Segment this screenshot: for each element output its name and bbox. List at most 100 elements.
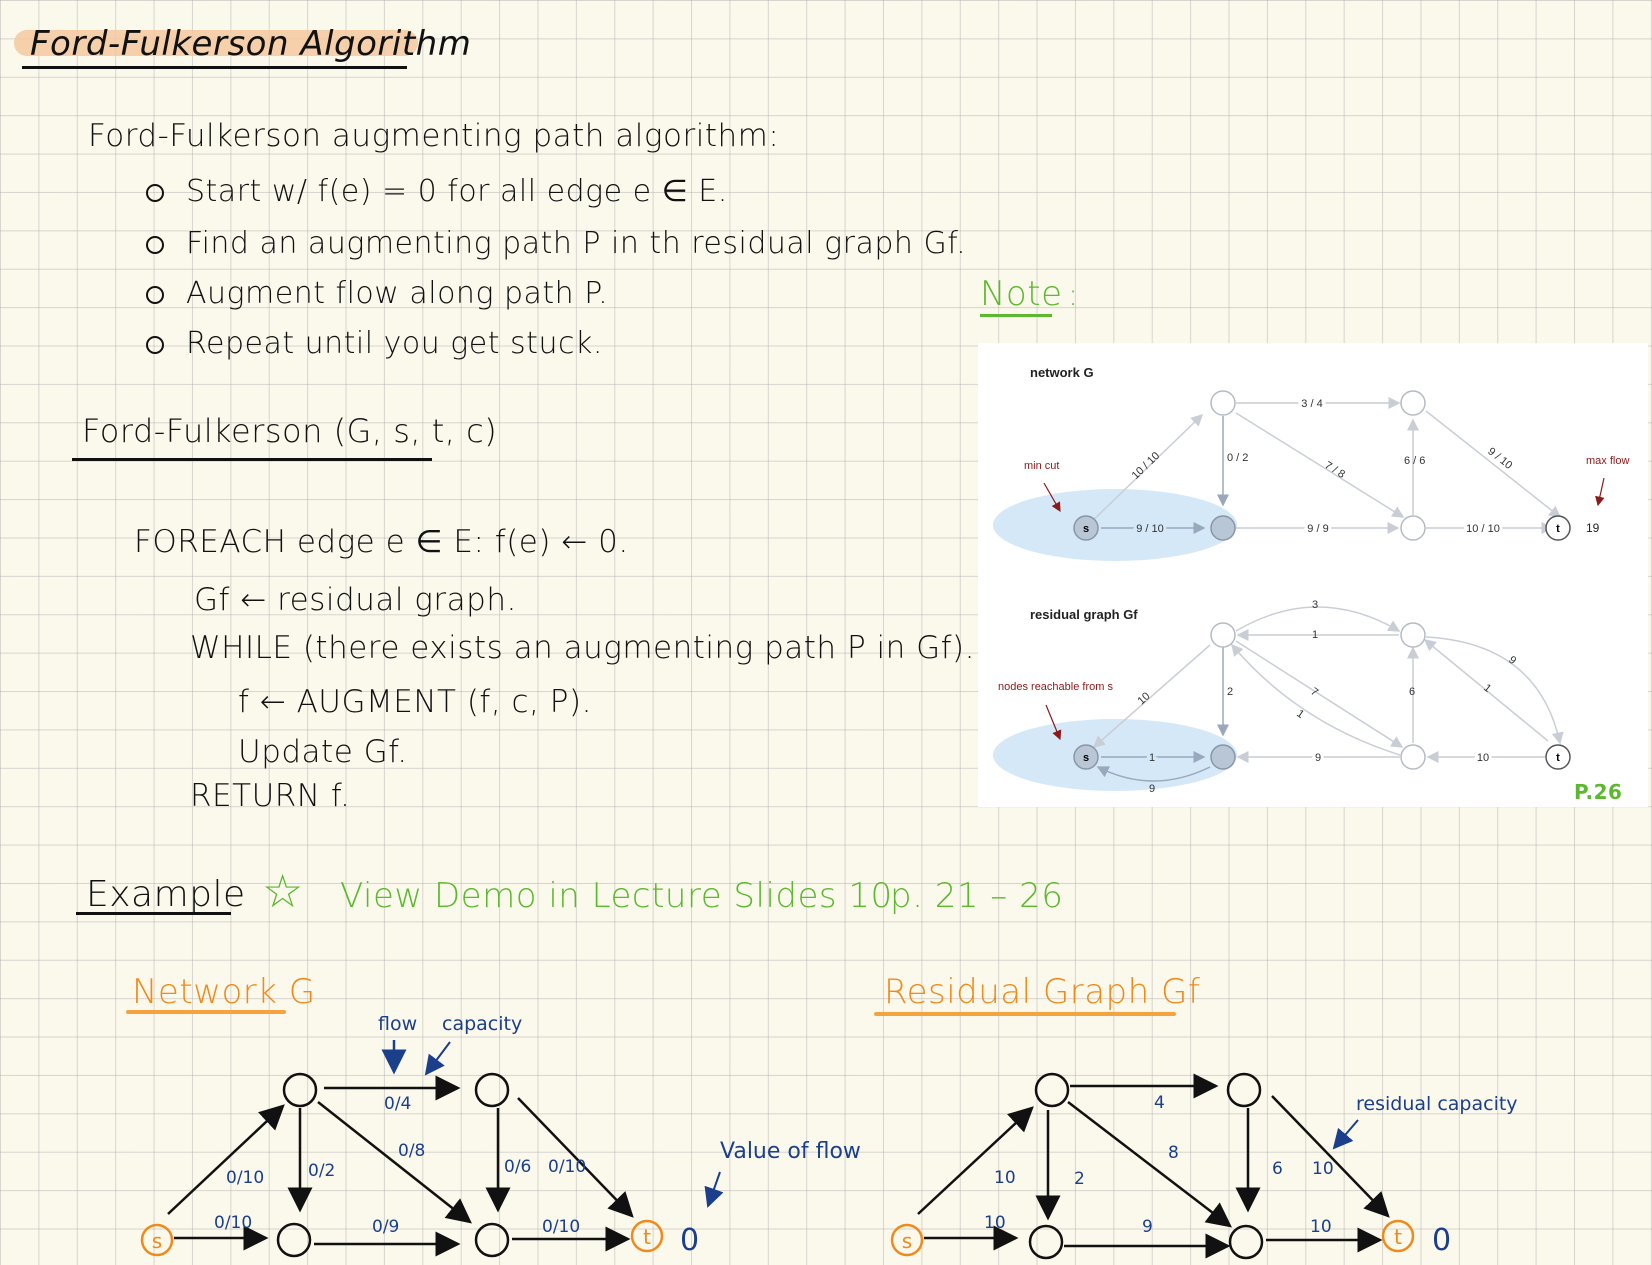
bullet-circle-icon — [146, 183, 164, 202]
bullet-circle-icon — [146, 235, 164, 254]
example-underline — [76, 912, 231, 915]
svg-text:3: 3 — [1312, 599, 1318, 611]
svg-text:s: s — [1083, 523, 1089, 535]
svg-text:0/10: 0/10 — [226, 1168, 264, 1188]
capacity-annotation: capacity — [442, 1013, 522, 1035]
residual-flow-value: 0 — [1432, 1223, 1451, 1258]
bullet-text: Start w/ f(e) = 0 for all edge e ∈ E. — [186, 174, 728, 209]
svg-text:10 / 10: 10 / 10 — [1466, 523, 1500, 535]
code-line: Update Gf. — [238, 734, 408, 770]
max-flow-label: max flow — [1586, 455, 1629, 467]
svg-text:6 / 6: 6 / 6 — [1404, 455, 1425, 467]
svg-text:10: 10 — [984, 1213, 1006, 1233]
residual-node-t: t — [1394, 1225, 1402, 1249]
svg-text:10: 10 — [1312, 1159, 1334, 1179]
svg-text:0/8: 0/8 — [398, 1141, 425, 1161]
svg-text:3 / 4: 3 / 4 — [1301, 398, 1322, 410]
intro-heading: Ford-Fulkerson augmenting path algorithm… — [88, 118, 780, 154]
code-line: f ← AUGMENT (f, c, P). — [238, 684, 592, 720]
svg-text:7: 7 — [1308, 686, 1320, 699]
residual-graph — [917, 1072, 1390, 1260]
residual-title-underline — [874, 1012, 1176, 1016]
svg-text:9: 9 — [1149, 783, 1155, 795]
svg-text:t: t — [1556, 752, 1560, 764]
intro-bullet: Augment flow along path P. — [146, 276, 608, 311]
svg-text:1: 1 — [1294, 708, 1306, 721]
flow-annotation: flow — [378, 1013, 417, 1035]
example-label: Example — [86, 874, 246, 915]
svg-text:8: 8 — [1168, 1143, 1179, 1163]
slide-network-title: network G — [1030, 365, 1094, 380]
svg-text:6: 6 — [1409, 686, 1415, 698]
intro-bullet: Start w/ f(e) = 0 for all edge e ∈ E. — [146, 174, 728, 209]
svg-text:10: 10 — [1310, 1217, 1332, 1237]
svg-text:7 / 8: 7 / 8 — [1322, 459, 1347, 481]
svg-text:10: 10 — [994, 1168, 1016, 1188]
page-title: Ford-Fulkerson Algorithm — [30, 24, 472, 64]
network-edge-values: 0/4 0/10 0/2 0/8 0/6 0/10 0/10 0/9 0/10 — [214, 1094, 586, 1237]
svg-text:0/10: 0/10 — [548, 1157, 586, 1177]
lecture-slide-image: network G s t 3 / 4 10 / 10 0 / 2 7 / 8 … — [978, 343, 1648, 807]
slide-residual-title: residual graph Gf — [1030, 607, 1138, 622]
svg-text:9: 9 — [1142, 1217, 1153, 1237]
bullet-text: Augment flow along path P. — [186, 276, 609, 311]
slide-page-number: P.26 — [1574, 780, 1623, 804]
svg-text:t: t — [1556, 523, 1560, 535]
title-highlight — [14, 30, 418, 56]
svg-text:0/4: 0/4 — [384, 1094, 411, 1114]
code-line: RETURN f. — [190, 778, 351, 814]
svg-text:10: 10 — [1477, 752, 1489, 764]
note-colon: : — [1068, 278, 1079, 313]
residual-edge-labels: 3 1 10 2 7 1 6 9 1 1 9 9 10 — [1135, 599, 1518, 795]
svg-text:9: 9 — [1506, 654, 1518, 667]
network-node-s: s — [152, 1229, 162, 1253]
svg-text:s: s — [1083, 752, 1089, 764]
network-title: Network G — [132, 972, 316, 1012]
ff-signature: Ford-Fulkerson (G, s, t, c) — [82, 412, 498, 450]
svg-text:0/2: 0/2 — [308, 1161, 335, 1181]
residual-node-s: s — [902, 1229, 912, 1253]
title-underline — [22, 66, 407, 69]
svg-text:0 / 2: 0 / 2 — [1227, 452, 1248, 464]
svg-text:6: 6 — [1272, 1159, 1283, 1179]
svg-text:0/6: 0/6 — [504, 1157, 531, 1177]
svg-text:9 / 9: 9 / 9 — [1307, 523, 1328, 535]
bullet-circle-icon — [146, 335, 164, 354]
star-icon: ☆ — [262, 864, 304, 918]
value-of-flow-annotation: Value of flow — [720, 1139, 861, 1164]
min-cut-label: min cut — [1024, 460, 1059, 472]
demo-pages: p. 21 – 26 — [890, 876, 1064, 916]
code-line: FOREACH edge e ∈ E: f(e) ← 0. — [134, 524, 629, 560]
svg-text:10: 10 — [1135, 690, 1152, 707]
svg-text:1: 1 — [1481, 682, 1493, 695]
svg-text:1: 1 — [1312, 629, 1318, 641]
residual-title: Residual Graph Gf — [884, 972, 1201, 1012]
intro-bullet: Repeat until you get stuck. — [146, 326, 603, 361]
reachable-label: nodes reachable from s — [998, 681, 1113, 693]
code-line: Gf ← residual graph. — [194, 582, 517, 618]
svg-text:1: 1 — [1149, 752, 1155, 764]
bullet-text: Find an augmenting path P in th residual… — [186, 226, 967, 261]
svg-text:9 / 10: 9 / 10 — [1136, 523, 1164, 535]
svg-text:0/10: 0/10 — [214, 1213, 252, 1233]
note-underline — [980, 314, 1052, 317]
network-flow-value: 0 — [680, 1223, 699, 1258]
svg-text:0/9: 0/9 — [372, 1217, 399, 1237]
network-graph — [167, 1072, 634, 1258]
residual-edge-values: 4 10 2 8 6 10 10 9 10 — [984, 1093, 1334, 1237]
bullet-text: Repeat until you get stuck. — [186, 326, 603, 361]
reachable-region — [993, 719, 1237, 791]
svg-text:0/10: 0/10 — [542, 1217, 580, 1237]
note-label: Note — [980, 274, 1063, 314]
network-title-underline — [126, 1010, 286, 1014]
svg-text:2: 2 — [1227, 686, 1233, 698]
svg-text:10 / 10: 10 / 10 — [1130, 450, 1163, 482]
demo-reference: View Demo in Lecture Slides 10 — [340, 876, 893, 916]
intro-bullet: Find an augmenting path P in th residual… — [146, 226, 966, 261]
svg-text:4: 4 — [1154, 1093, 1165, 1113]
max-flow-value: 19 — [1586, 521, 1600, 535]
svg-text:9 / 10: 9 / 10 — [1485, 445, 1514, 471]
slide-diagram: network G s t 3 / 4 10 / 10 0 / 2 7 / 8 … — [993, 365, 1629, 795]
residual-capacity-annotation: residual capacity — [1356, 1093, 1518, 1115]
network-node-t: t — [643, 1225, 651, 1249]
